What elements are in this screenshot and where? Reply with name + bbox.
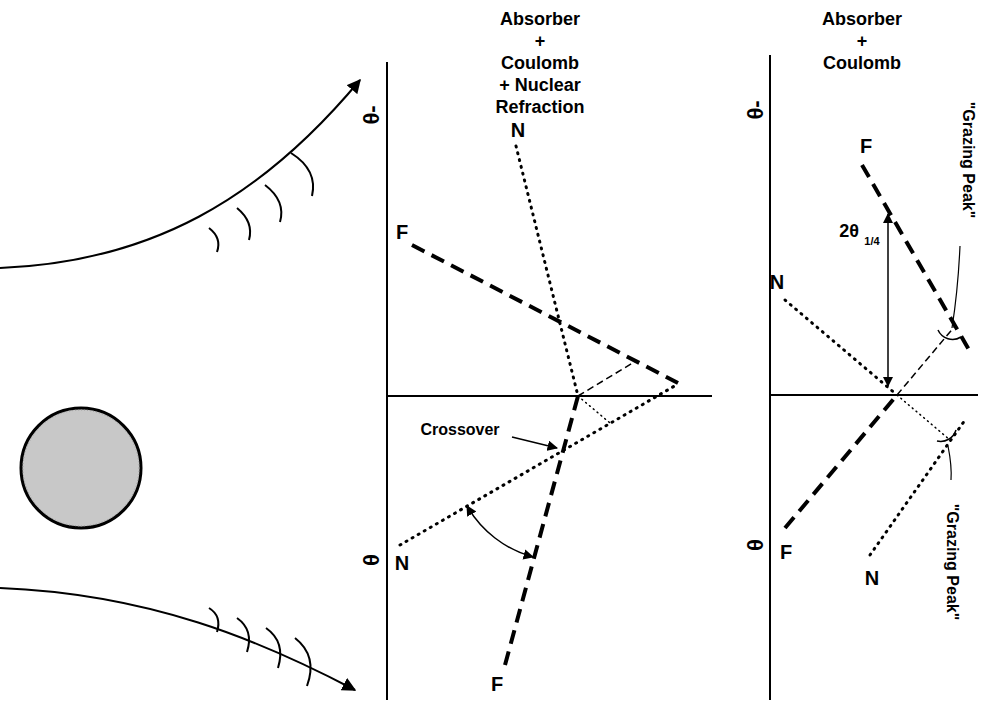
curve-label: F: [489, 673, 505, 695]
curve-label: N: [768, 271, 786, 293]
axis-label: θ-: [360, 103, 384, 126]
curve-label: N: [393, 552, 411, 574]
panel-heading: Absorber + Coulomb: [820, 8, 904, 74]
grazing-peak-label: "Grazing Peak": [943, 502, 961, 623]
trajectory: [0, 80, 360, 268]
curve-label: N: [863, 567, 881, 589]
middle-panel-lines: [400, 146, 678, 665]
axis-label: θ: [744, 537, 768, 553]
angle-label: 2θ: [837, 222, 861, 242]
axis-label: θ-: [744, 98, 768, 121]
right-panel-lines: [785, 165, 972, 555]
curve-label: F: [778, 541, 794, 563]
crossover-label: Crossover: [418, 421, 501, 439]
panel-heading: Absorber + Coulomb + Nuclear Refraction: [493, 8, 586, 118]
nucleus: [21, 408, 141, 528]
axes: [770, 55, 978, 700]
grazing-peak-label: "Grazing Peak": [959, 100, 977, 221]
wavefronts: [209, 153, 313, 686]
angle-subscript: 1/4: [862, 235, 881, 247]
curve-label: F: [858, 135, 874, 157]
axis-label: θ: [360, 552, 384, 568]
curve-label: F: [394, 221, 410, 243]
trajectory: [0, 588, 355, 690]
axes: [387, 62, 712, 700]
nucleus-texture: [23, 410, 139, 526]
curve-label: N: [509, 119, 527, 141]
